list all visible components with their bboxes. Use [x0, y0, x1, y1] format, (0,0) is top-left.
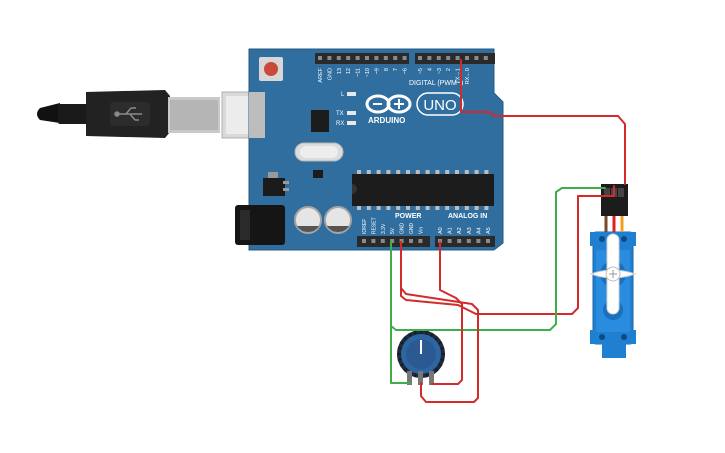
wire-gnd-pot: [390, 241, 411, 384]
svg-text:L: L: [341, 92, 345, 98]
digital-pin-label: 7: [393, 68, 399, 71]
digital-pin-label: 2: [446, 68, 452, 71]
crystal-oscillator: [294, 142, 344, 162]
power-pin-label: GND: [409, 223, 415, 235]
power-pin-label: IOREF: [362, 219, 368, 234]
digital-pin-label: AREF: [318, 67, 324, 82]
digital-header: [315, 53, 495, 64]
analog-pin-label: A2: [457, 227, 463, 234]
power-header: [357, 236, 495, 247]
svg-text:RX: RX: [336, 121, 344, 127]
digital-header-label: DIGITAL (PWM~): [409, 80, 463, 87]
usb-chip: [311, 110, 329, 132]
svg-text:UNO: UNO: [423, 97, 456, 114]
arduino-board: L TX RX ARDUINO UNO: [235, 48, 504, 251]
voltage-regulator: [263, 172, 289, 196]
wires: [390, 59, 626, 403]
digital-pin-label: ~11: [356, 68, 362, 77]
analog-pin-label: A0: [438, 227, 444, 234]
capacitor-1: [294, 206, 322, 234]
power-pin-label: GND: [400, 223, 406, 235]
analog-pin-label: A3: [467, 227, 473, 234]
digital-pin-label: ~3: [437, 68, 443, 74]
analog-pin-label: A5: [486, 227, 492, 234]
brand-label: ARDUINO: [368, 116, 405, 125]
servo-motor: [589, 184, 637, 358]
small-chip: [313, 170, 323, 178]
digital-pin-label: 8: [384, 68, 390, 71]
power-pin-label: 5V: [390, 227, 396, 234]
wire-5v-pot: [400, 241, 479, 403]
analog-pin-label: A4: [476, 227, 482, 234]
screw-icon: [609, 270, 617, 278]
power-pin-label: RESET: [371, 217, 377, 234]
power-jack: [235, 205, 285, 245]
usb-icon: [114, 107, 142, 121]
digital-pin-label: ~10: [365, 68, 371, 77]
power-pin-label: Vin: [418, 227, 424, 234]
digital-pin-label: ~5: [418, 68, 424, 74]
usb-port: [249, 92, 265, 138]
usb-cable: [37, 90, 263, 139]
digital-pin-label: 12: [346, 68, 352, 74]
led-tx: TX: [336, 111, 356, 117]
digital-pin-label: TX→1: [456, 68, 462, 84]
potentiometer: [397, 330, 445, 385]
digital-pin-label: ~6: [403, 68, 409, 74]
model-badge: UNO: [416, 92, 464, 116]
arduino-logo-icon: [365, 94, 412, 114]
wire-signal-pin3: [460, 59, 626, 185]
svg-text:TX: TX: [336, 111, 344, 117]
wire-5v-servo: [400, 185, 615, 315]
digital-pin-label: GND: [327, 68, 333, 80]
capacitor-2: [324, 206, 352, 234]
servo-horn: [589, 233, 637, 315]
analog-pin-label: A1: [448, 227, 454, 234]
led-l: L: [341, 92, 356, 98]
power-header-label: POWER: [395, 213, 421, 220]
digital-pin-label: RX←0: [465, 68, 471, 84]
led-rx: RX: [336, 121, 356, 127]
analog-header-label: ANALOG IN: [448, 213, 487, 220]
microcontroller-chip: [352, 170, 494, 210]
digital-pin-label: 13: [337, 68, 343, 74]
wire-a0-pot: [431, 241, 463, 385]
reset-button[interactable]: [259, 57, 283, 81]
power-pin-label: 3.3V: [381, 223, 387, 234]
digital-pin-label: ~9: [374, 68, 380, 74]
digital-pin-label: 4: [427, 68, 433, 71]
